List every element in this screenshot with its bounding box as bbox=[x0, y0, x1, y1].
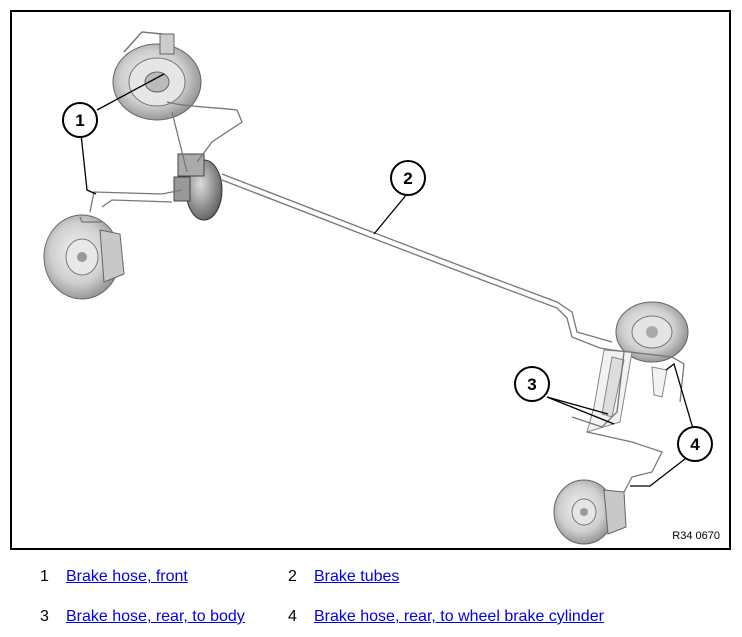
rear-brake-lines bbox=[571, 336, 685, 493]
legend-number: 4 bbox=[288, 608, 297, 625]
front-right-brake bbox=[43, 214, 125, 300]
legend-link-brake-hose-rear-body[interactable]: Brake hose, rear, to body bbox=[66, 608, 245, 625]
legend-link-brake-hose-front[interactable]: Brake hose, front bbox=[66, 568, 188, 585]
legend-number: 3 bbox=[40, 608, 49, 625]
callout-4: 4 bbox=[677, 426, 713, 462]
front-left-brake bbox=[112, 31, 202, 121]
legend: 1 Brake hose, front 2 Brake tubes 3 Brak… bbox=[0, 560, 742, 637]
brake-booster bbox=[173, 153, 223, 221]
legend-number: 2 bbox=[288, 568, 297, 585]
callout-2-label: 2 bbox=[403, 169, 412, 188]
legend-number: 1 bbox=[40, 568, 49, 585]
callout-2: 2 bbox=[390, 160, 426, 196]
figure-reference: R34 0670 bbox=[672, 530, 720, 542]
callout-1: 1 bbox=[62, 102, 98, 138]
brake-system-diagram: 1 2 3 4 R34 0670 bbox=[10, 10, 731, 550]
callout-1-label: 1 bbox=[75, 111, 84, 130]
front-brake-lines bbox=[79, 101, 243, 223]
main-brake-tubes bbox=[221, 173, 613, 343]
callout-3-label: 3 bbox=[527, 375, 536, 394]
callout-4-label: 4 bbox=[690, 435, 700, 454]
rear-right-brake bbox=[553, 479, 627, 545]
callout-3: 3 bbox=[514, 366, 550, 402]
diagram-drawing: 1 2 3 4 bbox=[43, 31, 713, 545]
legend-link-brake-hose-rear-wheel-cylinder[interactable]: Brake hose, rear, to wheel brake cylinde… bbox=[314, 608, 604, 625]
callout-leaders bbox=[80, 73, 695, 487]
legend-link-brake-tubes[interactable]: Brake tubes bbox=[314, 568, 400, 585]
rear-left-brake bbox=[615, 301, 689, 363]
